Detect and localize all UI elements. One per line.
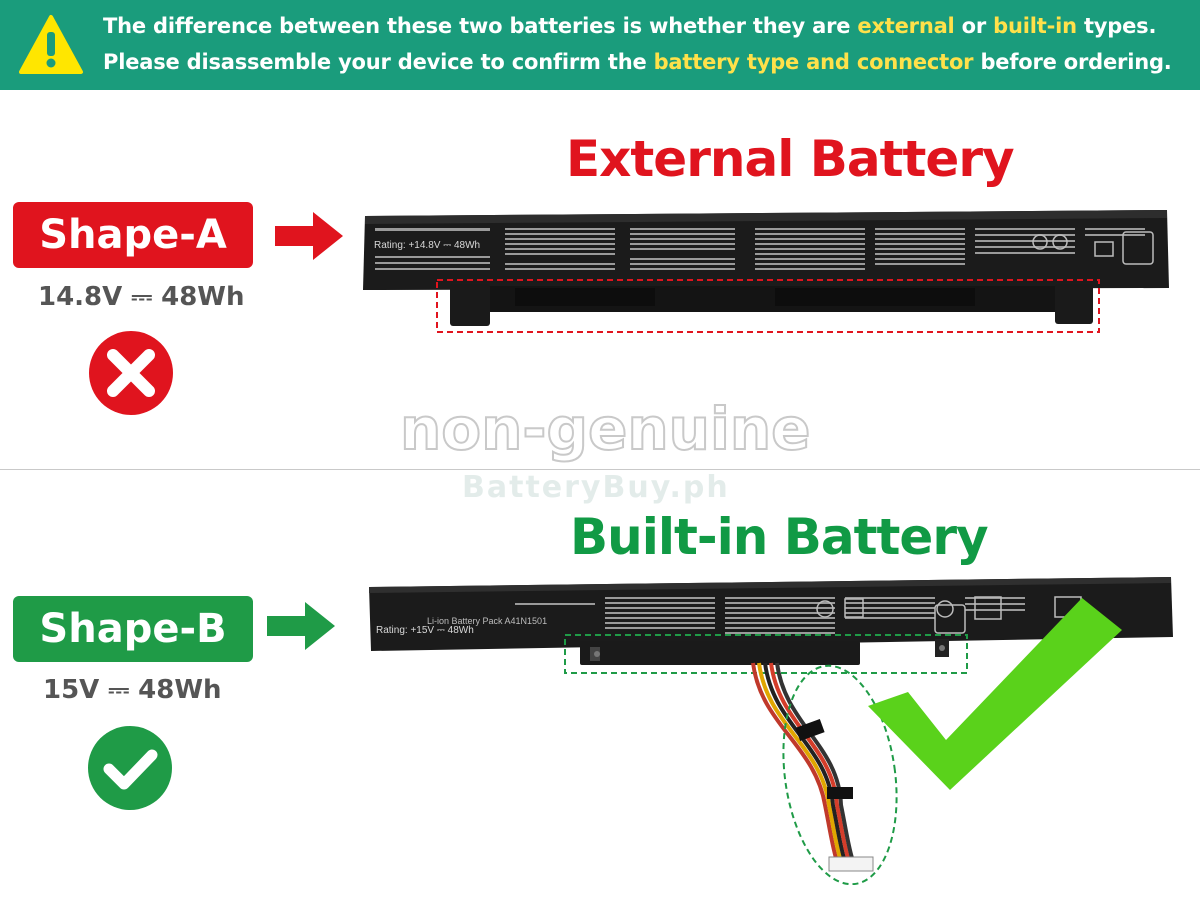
cross-icon bbox=[89, 331, 173, 415]
shape-b-rating: 15V ⎓ 48Wh bbox=[43, 675, 222, 705]
red-arrow-icon bbox=[275, 212, 343, 260]
shape-a-label: Shape-A bbox=[13, 202, 253, 268]
banner-line-1: The difference between these two batteri… bbox=[103, 14, 1157, 38]
built-in-battery-pack-text: Li-ion Battery Pack A41N1501 bbox=[427, 616, 548, 626]
large-check-icon bbox=[868, 598, 1122, 790]
shape-b-label: Shape-B bbox=[13, 596, 253, 662]
non-genuine-watermark: non-genuine bbox=[399, 394, 811, 464]
built-in-battery-rating-text: Rating: +15V ⎓ 48Wh bbox=[376, 625, 474, 636]
built-in-battery-image bbox=[369, 577, 1173, 885]
external-battery-title: External Battery bbox=[566, 130, 1015, 188]
warning-banner: The difference between these two batteri… bbox=[0, 0, 1200, 90]
section-divider bbox=[0, 469, 1200, 470]
shape-a-rating: 14.8V ⎓ 48Wh bbox=[38, 282, 245, 312]
site-watermark: BatteryBuy.ph bbox=[462, 470, 730, 505]
external-battery-rating-text: Rating: +14.8V ⎓ 48Wh bbox=[374, 240, 481, 251]
external-battery-image bbox=[363, 210, 1169, 333]
banner-line-2: Please disassemble your device to confir… bbox=[103, 50, 1172, 74]
check-icon bbox=[88, 726, 172, 810]
built-in-battery-title: Built-in Battery bbox=[570, 508, 989, 566]
green-arrow-icon bbox=[267, 602, 335, 650]
warning-triangle-icon bbox=[19, 15, 83, 74]
